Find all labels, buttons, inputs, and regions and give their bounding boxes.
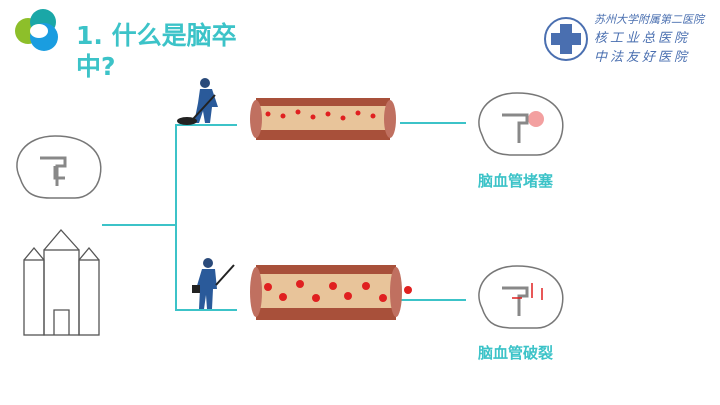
- logo-line-1: 苏州大学附属第二医院: [594, 13, 704, 26]
- connector-line: [175, 309, 237, 311]
- connector-line: [400, 122, 466, 124]
- connector-line: [175, 124, 237, 126]
- worker-repair-icon: [192, 258, 235, 309]
- ruptured-vessel-illustration: [250, 265, 412, 320]
- logo-line-3: 中法友好医院: [594, 50, 691, 65]
- brain-blockage-illustration: [478, 92, 564, 156]
- connector-line: [400, 299, 466, 301]
- hospital-logo: 苏州大学附属第二医院 核工业总医院 中法友好医院: [544, 12, 720, 68]
- brain-rupture-illustration: [478, 265, 564, 329]
- brain-illustration: [16, 135, 102, 199]
- page-title: 1. 什么是脑卒中?: [76, 21, 237, 81]
- logo-line-2: 核工业总医院: [594, 31, 691, 46]
- connector-line: [102, 224, 176, 226]
- title-icon: [14, 8, 66, 52]
- castle-illustration: [23, 229, 100, 336]
- worker-digging-icon: [177, 78, 218, 125]
- blocked-vessel-illustration: [250, 98, 396, 140]
- connector-line: [175, 124, 177, 311]
- branch-label-rupture: 脑血管破裂: [478, 344, 554, 362]
- branch-label-blockage: 脑血管堵塞: [478, 172, 554, 190]
